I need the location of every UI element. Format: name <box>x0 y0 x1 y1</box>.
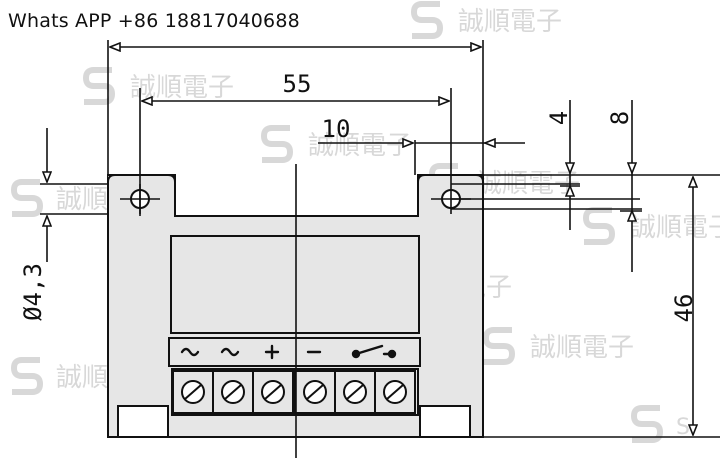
watermark-10: 誠順電子 <box>482 327 634 365</box>
terminal-screw-2 <box>212 370 254 414</box>
dim-label-offset: 10 <box>322 115 351 143</box>
watermark-2: 誠順電子 <box>260 125 412 163</box>
watermark-1: 誠順電子 <box>82 67 234 105</box>
bottom-feet <box>117 405 471 438</box>
terminal-screws <box>172 370 416 414</box>
dim-label-inset-side: 8 <box>606 111 634 125</box>
watermark-12: 誠順電子 <box>410 1 562 39</box>
dimension-labels: 55 10 4 8 46 Ø4,3 <box>19 70 698 322</box>
terminal-screw-6 <box>374 370 416 414</box>
terminal-label-ac1 <box>180 347 200 357</box>
watermark-7: 誠順電子 <box>582 207 720 245</box>
terminal-labels <box>180 344 397 360</box>
terminal-screw-1 <box>172 370 214 414</box>
svg-text:誠順電子: 誠順電子 <box>130 73 234 103</box>
watermark-11: S <box>630 405 690 443</box>
extension-lines <box>40 40 720 438</box>
terminal-screw-4 <box>294 370 336 414</box>
contact-header: Whats APP +86 18817040688 <box>8 10 300 32</box>
svg-text:誠順電子: 誠順電子 <box>308 131 412 161</box>
terminal-label-ac2 <box>220 347 240 357</box>
foot-right <box>419 405 471 438</box>
terminal-screw-5 <box>334 370 376 414</box>
terminal-label-switch <box>351 344 397 359</box>
svg-text:S: S <box>676 415 690 440</box>
svg-text:誠順電子: 誠順電子 <box>630 213 720 243</box>
display-window <box>170 235 420 334</box>
dim-label-hole-spacing: 55 <box>283 70 312 98</box>
foot-left <box>117 405 169 438</box>
dim-label-height: 46 <box>670 294 698 323</box>
dim-label-diameter: Ø4,3 <box>19 263 47 321</box>
dimension-lines <box>47 47 693 435</box>
svg-text:誠順電子: 誠順電子 <box>458 7 562 37</box>
dim-label-inset-top: 4 <box>545 111 573 125</box>
terminal-screw-3 <box>252 370 294 414</box>
svg-text:誠順電子: 誠順電子 <box>530 333 634 363</box>
terminal-label-strip <box>168 337 421 367</box>
terminal-label-plus <box>264 344 280 360</box>
